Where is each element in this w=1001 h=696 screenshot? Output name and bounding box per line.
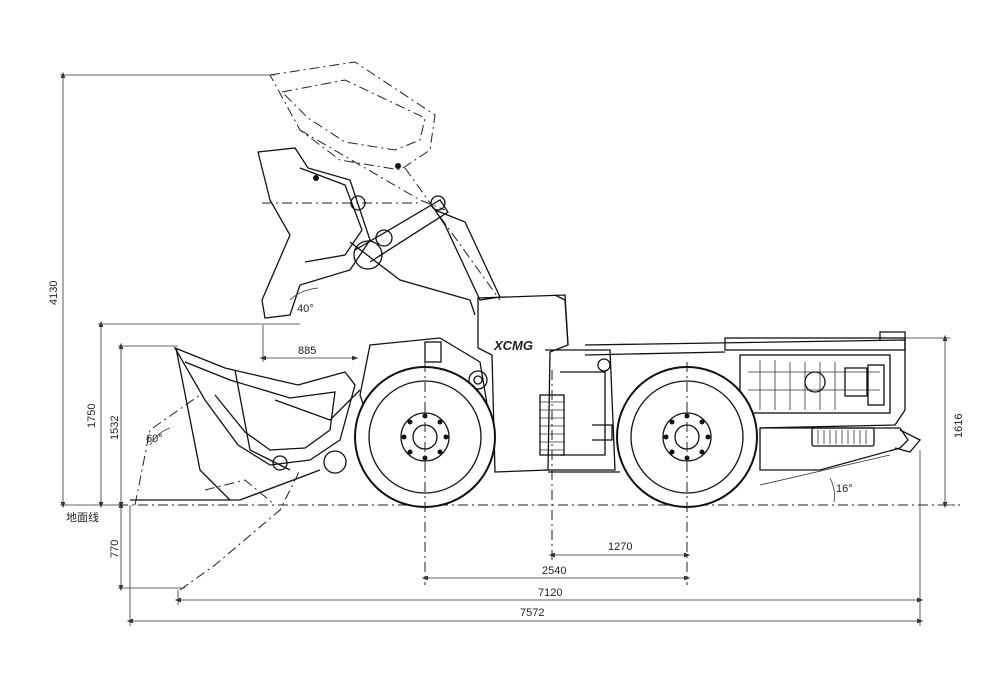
ground-line-label: 地面线 — [66, 510, 99, 524]
dim-wheelbase: 2540 — [421, 565, 691, 581]
dim-height-bucket-label: 1532 — [109, 416, 121, 440]
dim-height-max-label: 4130 — [48, 281, 60, 305]
dim-height-mid: 1750 — [86, 320, 300, 509]
dim-height-max: 4130 — [48, 71, 275, 509]
dim-wheelbase-label: 2540 — [542, 565, 566, 577]
dim-depth-below-label: 770 — [109, 540, 121, 558]
dim-reach: 885 — [259, 325, 359, 362]
brand-label: XCMG — [493, 338, 533, 353]
angle-departure-label: 16° — [836, 483, 853, 495]
dim-depth-below: 770 — [109, 501, 185, 592]
lowered-bucket — [130, 346, 361, 591]
dim-wheel-offset: 1270 — [548, 541, 691, 558]
angle-departure: 16° — [829, 477, 853, 503]
angle-tilt: 60° — [146, 427, 171, 446]
vent-grille — [811, 427, 875, 447]
dim-length-inner: 7120 — [174, 450, 924, 605]
angle-tilt-label: 60° — [146, 433, 163, 445]
dim-length-total: 7572 — [126, 505, 924, 626]
angle-lift: 40° — [289, 287, 319, 315]
dim-height-rear-label: 1616 — [953, 414, 965, 438]
dim-length-total-label: 7572 — [520, 607, 544, 619]
boom-raised — [257, 147, 501, 319]
dim-wheel-offset-label: 1270 — [608, 541, 632, 553]
engine — [739, 354, 891, 414]
angle-lift-label: 40° — [297, 303, 314, 315]
dim-height-bucket: 1532 — [109, 342, 178, 509]
dim-length-inner-label: 7120 — [538, 587, 562, 599]
dim-height-rear: 1616 — [905, 334, 965, 509]
dim-height-mid-label: 1750 — [86, 404, 98, 428]
raised-bucket — [262, 61, 501, 301]
dim-reach-label: 885 — [298, 345, 316, 357]
